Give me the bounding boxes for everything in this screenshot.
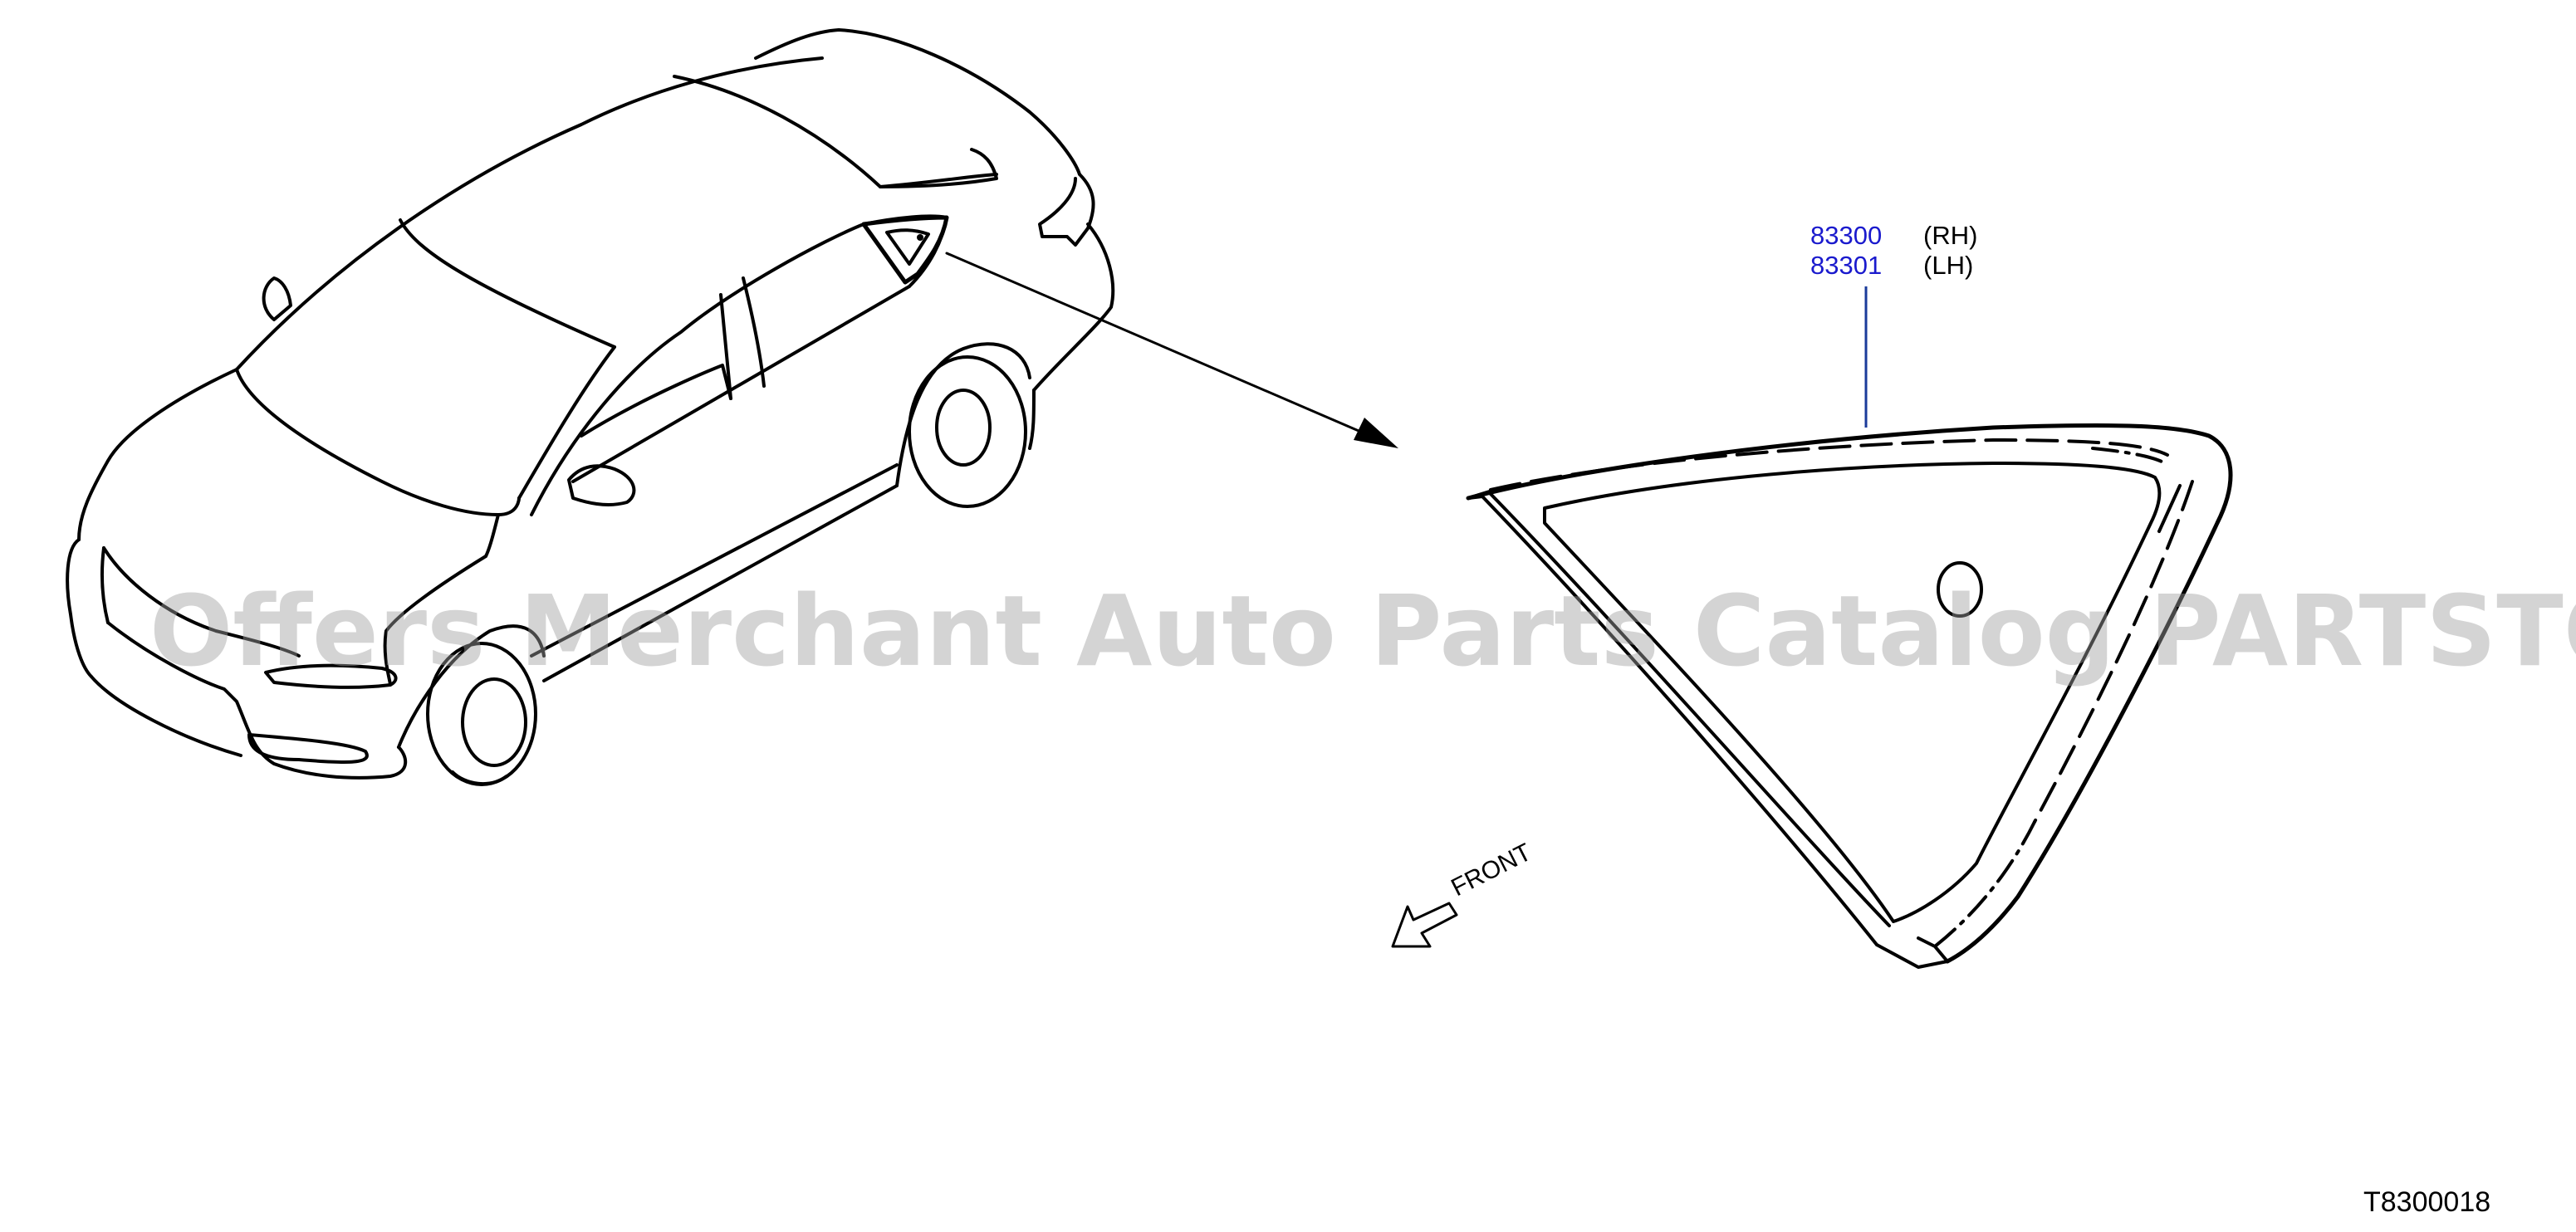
detail-pointer-arrow (945, 252, 1398, 448)
drawing-code: T8300018 (2363, 1186, 2491, 1218)
part-number-rh[interactable]: 83300 (1810, 221, 1883, 250)
rear-quarter-window-glass-icon (1466, 423, 2233, 969)
side-label-rh: (RH) (1923, 221, 1978, 250)
watermark-text: Offers Merchant Auto Parts Catalog PARTS… (149, 574, 2576, 688)
sedan-outline-icon (66, 28, 1115, 786)
front-direction-arrow-icon (1391, 902, 1458, 948)
part-number-lh[interactable]: 83301 (1810, 251, 1883, 280)
side-label-lh: (LH) (1923, 251, 1974, 280)
